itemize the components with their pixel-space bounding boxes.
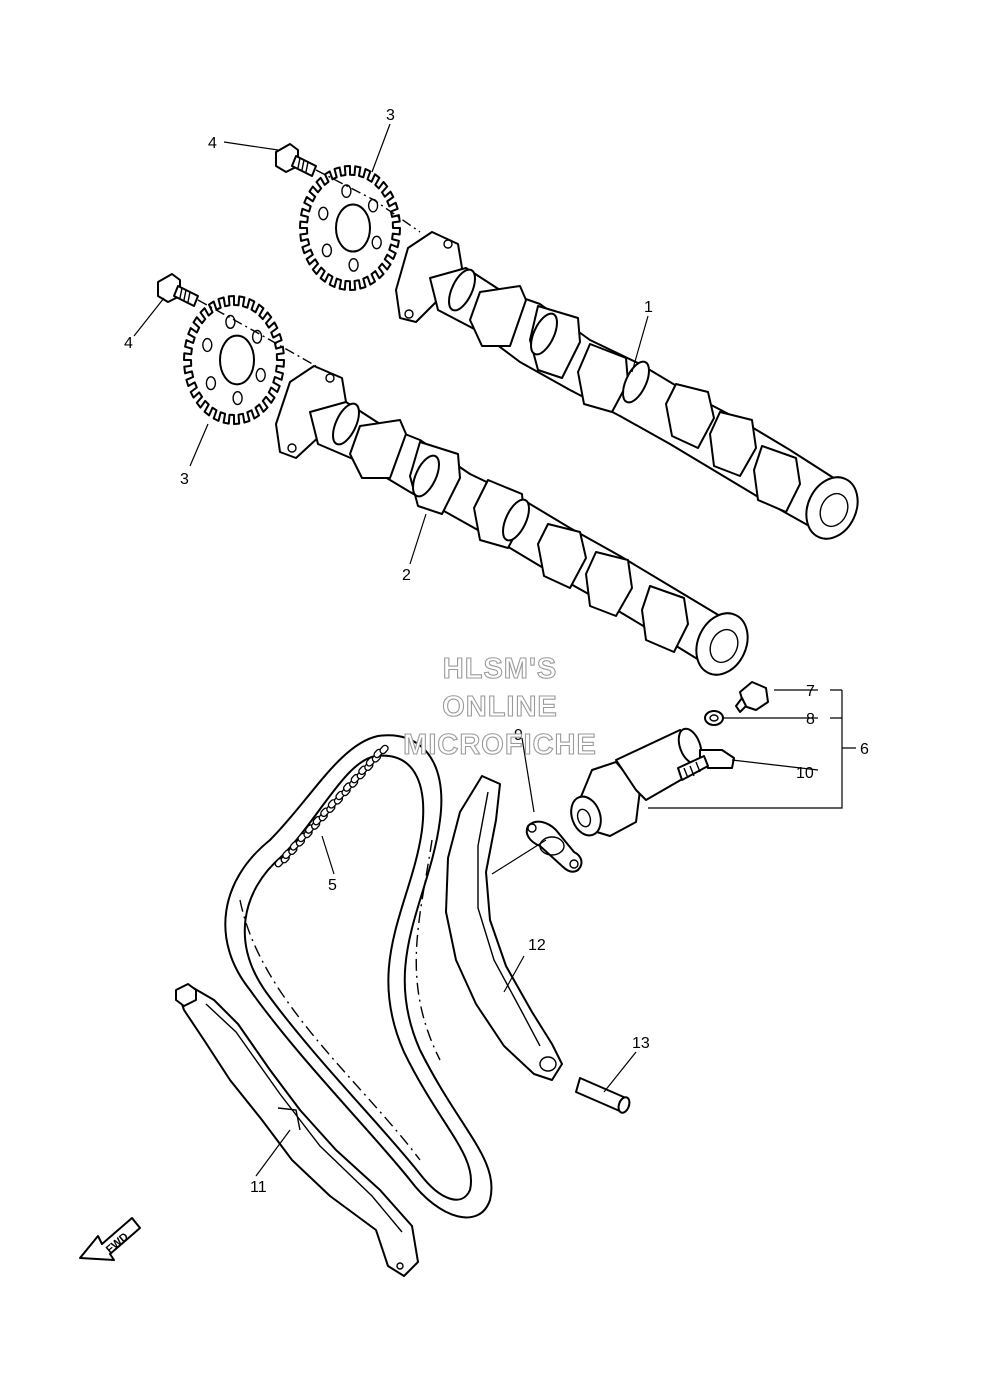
sprocket-lower	[183, 295, 285, 425]
callout-3-lower: 3	[180, 471, 189, 488]
camshaft-1	[395, 231, 859, 540]
callout-3-upper: 3	[386, 107, 395, 124]
callout-13: 13	[632, 1035, 650, 1052]
chain-guide-11	[175, 983, 419, 1277]
cam-chain	[224, 734, 493, 1219]
camshaft-2	[275, 365, 749, 676]
sprocket-bolt-lower	[157, 273, 199, 307]
callout-4-upper: 4	[208, 135, 217, 152]
callout-5: 5	[328, 877, 337, 894]
tensioner-washer-8	[704, 710, 724, 726]
callout-8: 8	[806, 711, 815, 728]
tensioner-bolt-10	[677, 749, 735, 781]
watermark: HLSM'S ONLINE MICROFICHE	[403, 652, 597, 761]
callout-7: 7	[806, 683, 815, 700]
callout-10: 10	[796, 765, 814, 782]
tensioner-guide-12	[445, 775, 563, 1081]
watermark-line-2: ONLINE	[442, 691, 558, 723]
callout-9: 9	[514, 727, 523, 744]
watermark-line-3: MICROFICHE	[403, 729, 597, 761]
callout-labels: 1 2 3 3 4 4 5 6 7 8 9 10 11 12 13	[124, 107, 869, 1196]
sprocket-upper	[299, 165, 401, 291]
callout-2: 2	[402, 567, 411, 584]
tensioner-gasket-9	[525, 820, 583, 873]
callout-12: 12	[528, 937, 546, 954]
tensioner-cap-bolt-7	[735, 681, 769, 713]
callout-1: 1	[644, 299, 653, 316]
fwd-arrow-icon: FWD	[79, 1217, 141, 1261]
watermark-line-1: HLSM'S	[443, 653, 557, 685]
callout-11: 11	[250, 1179, 267, 1196]
pivot-pin-13	[575, 1077, 631, 1114]
sprocket-bolt-upper	[275, 143, 317, 177]
callout-6: 6	[860, 741, 869, 758]
cam-chain-tensioner-6	[570, 727, 703, 837]
leader-lines	[133, 123, 856, 1177]
callout-4-lower: 4	[124, 335, 133, 352]
